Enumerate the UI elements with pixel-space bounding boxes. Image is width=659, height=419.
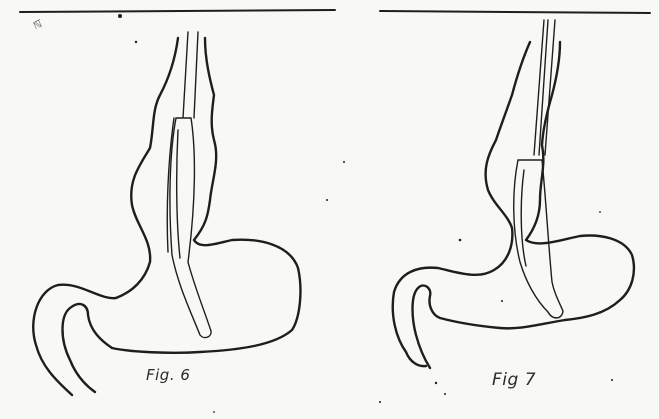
figure-6-caption: Fig. 6 xyxy=(146,366,190,384)
figure-7-drawing xyxy=(393,20,634,368)
top-border-line xyxy=(20,10,650,13)
figure-6-drawing xyxy=(33,32,300,395)
figure-7-caption: Fig 7 xyxy=(492,370,536,390)
fig6-tube xyxy=(167,32,211,338)
